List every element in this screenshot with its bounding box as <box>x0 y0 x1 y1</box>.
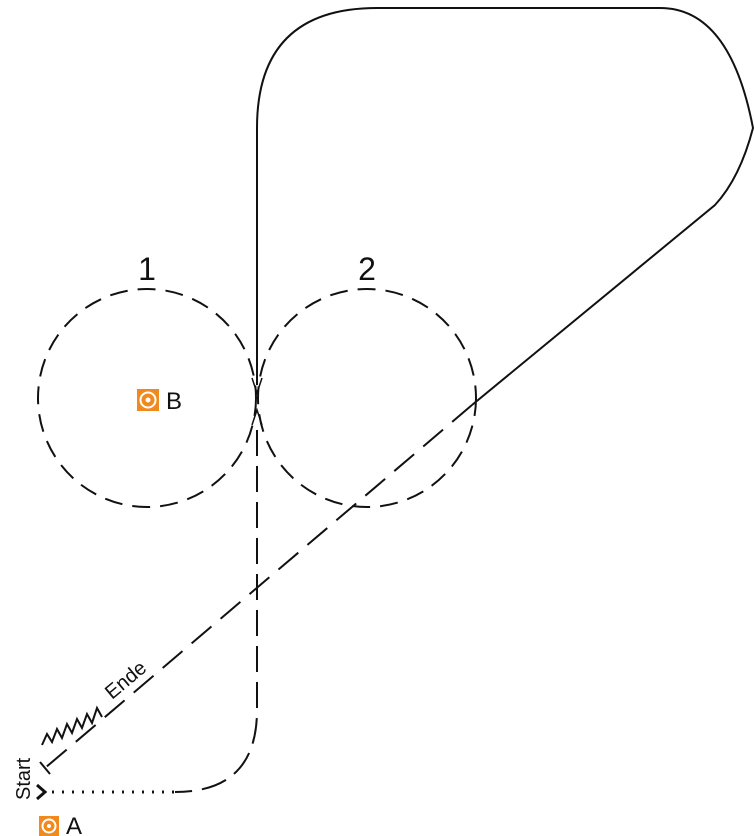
diagonal-return-path <box>44 404 473 769</box>
target-icon <box>137 389 159 411</box>
circle-1-label: 1 <box>138 251 156 287</box>
start-label: Start <box>13 757 35 800</box>
circle-1 <box>37 288 257 508</box>
marker-a-label: A <box>66 813 82 836</box>
end-label: Ende <box>101 657 151 704</box>
circle-2 <box>257 288 477 508</box>
entry-direction-arrow <box>251 407 263 426</box>
zigzag-mark <box>41 705 103 746</box>
big-loop-path <box>256 7 754 406</box>
marker-b-label: B <box>166 388 182 415</box>
chevron-right-icon <box>36 783 48 801</box>
entry-vertical-path <box>174 430 258 793</box>
end-tick <box>39 761 51 775</box>
target-icon <box>39 816 59 836</box>
circle-2-label: 2 <box>358 251 376 287</box>
loop-direction-arrow <box>251 377 263 396</box>
